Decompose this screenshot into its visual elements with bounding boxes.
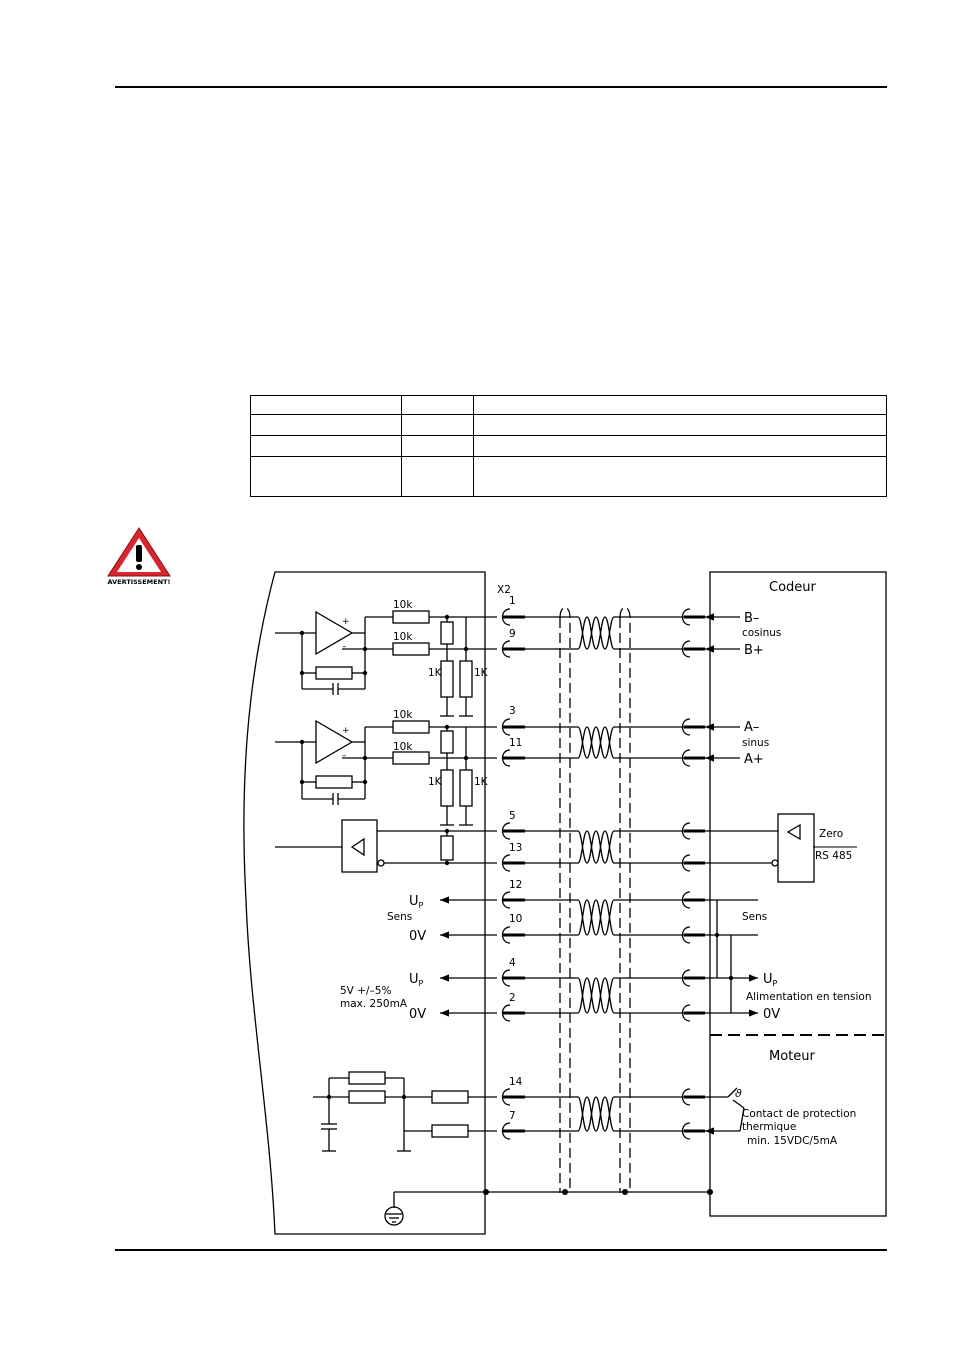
motor-title: Moteur: [769, 1049, 816, 1064]
encoder-title: Codeur: [769, 580, 817, 595]
svg-text:+: +: [342, 726, 350, 736]
supply-spec: max. 250mA: [340, 998, 408, 1010]
pin-label: 2: [509, 992, 516, 1004]
connector-socket: [501, 969, 511, 987]
zero-volt-label: 0V: [409, 1007, 426, 1022]
twisted-pair: [577, 1096, 615, 1132]
pin-label: 1: [509, 595, 516, 607]
supply-spec: 5V +/–5%: [340, 985, 391, 997]
zero-volt-label: 0V: [409, 929, 426, 944]
twisted-pair: [577, 1096, 615, 1132]
connector-socket: [501, 1004, 511, 1022]
twisted-pair: [577, 899, 615, 936]
svg-text:–: –: [342, 642, 347, 652]
connector-socket: [501, 1088, 511, 1106]
resistor-label: 10k: [393, 599, 413, 611]
pin-label: 11: [509, 737, 522, 749]
sens-label: Sens: [742, 911, 767, 923]
zero-label: Zero: [819, 828, 843, 840]
pin-label: 12: [509, 879, 522, 891]
resistor-label: 1K: [428, 776, 443, 788]
thermal-label: thermique: [742, 1121, 796, 1133]
twisted-pair: [577, 616, 615, 650]
sinus-label: sinus: [742, 737, 769, 749]
up-label: UP: [409, 972, 424, 988]
table-row: [250, 435, 887, 457]
svg-text:–: –: [342, 751, 347, 761]
connector-socket: [501, 608, 511, 626]
sens-label: Sens: [387, 911, 412, 923]
connector-label: X2: [497, 584, 511, 596]
a-plus-label: A+: [744, 752, 764, 767]
connector-socket: [501, 718, 511, 736]
up-label: UP: [409, 894, 424, 910]
power-supply-label: Alimentation en tension: [746, 991, 872, 1003]
resistor-label: 10k: [393, 709, 413, 721]
table-cell: [250, 456, 402, 497]
connector-socket: [501, 749, 511, 767]
a-minus-label: A–: [744, 720, 759, 735]
twisted-pair: [577, 726, 615, 759]
thermal-symbol: ϑ: [735, 1087, 742, 1100]
twisted-pair: [577, 616, 615, 650]
up-label: UP: [763, 972, 778, 988]
connector-socket: [501, 822, 511, 840]
resistor-label: 1K: [474, 776, 489, 788]
thermal-label: Contact de protection: [742, 1108, 856, 1120]
header-rule: [115, 86, 887, 88]
pin-label: 10: [509, 913, 522, 925]
connector-socket: [501, 1122, 511, 1140]
zero-volt-label: 0V: [763, 1007, 780, 1022]
rs485-label: RS 485: [815, 850, 852, 862]
warning-icon: AVERTISSEMENT!: [107, 527, 171, 586]
svg-text:+: +: [342, 617, 350, 627]
table-cell: [473, 456, 887, 497]
twisted-pair: [577, 830, 615, 864]
pin-label: 14: [509, 1076, 523, 1088]
pin-label: 9: [509, 628, 516, 640]
pin-label: 7: [509, 1110, 516, 1122]
footer-rule: [115, 1249, 887, 1251]
table-row: [250, 456, 887, 497]
drive-outline: [243, 571, 486, 1235]
resistor-label: 1K: [474, 667, 489, 679]
twisted-pair: [577, 830, 615, 864]
connector-socket: [501, 926, 511, 944]
connector-socket: [501, 854, 511, 872]
thermal-label: min. 15VDC/5mA: [747, 1135, 838, 1147]
signal-table: [250, 395, 887, 497]
pin-label: 13: [509, 842, 522, 854]
resistor-label: 10k: [393, 741, 413, 753]
pin-label: 4: [509, 957, 516, 969]
twisted-pair: [577, 726, 615, 759]
twisted-pair: [577, 977, 615, 1014]
pin-label: 3: [509, 705, 516, 717]
connector-socket: [501, 640, 511, 658]
b-minus-label: B–: [744, 611, 759, 626]
b-plus-label: B+: [744, 643, 764, 658]
warning-label: AVERTISSEMENT!: [108, 578, 171, 586]
pin-label: 5: [509, 810, 516, 822]
encoder-motor-box: [709, 571, 887, 1217]
twisted-pair: [577, 977, 615, 1014]
resistor-label: 10k: [393, 631, 413, 643]
table-row: [250, 395, 887, 415]
connector-socket: [501, 891, 511, 909]
resistor-label: 1K: [428, 667, 443, 679]
twisted-pair: [577, 899, 615, 936]
cosinus-label: cosinus: [742, 627, 781, 639]
